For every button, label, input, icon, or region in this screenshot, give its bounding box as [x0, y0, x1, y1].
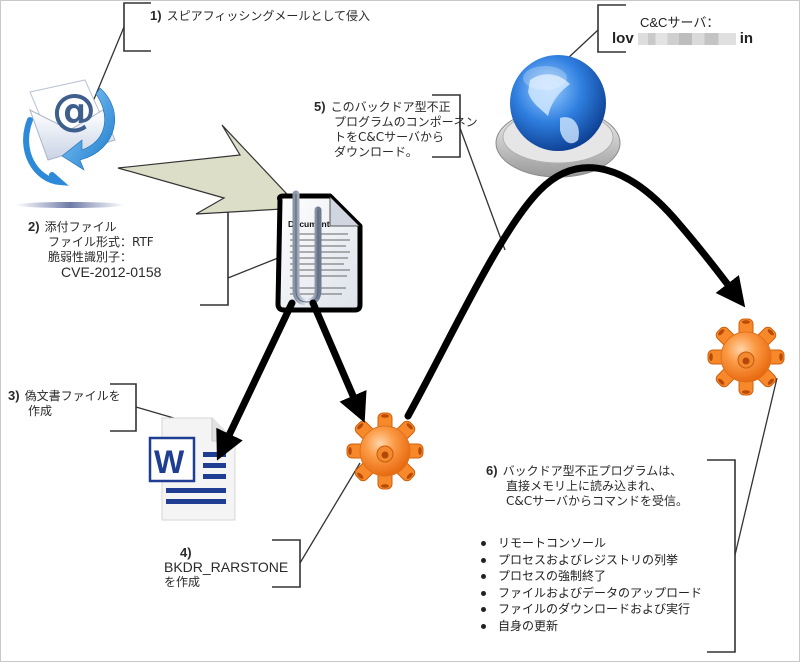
flow-arrows: [216, 164, 746, 461]
capabilities-list: リモートコンソール プロセスおよびレジストリの列挙 プロセスの強制終了 ファイル…: [478, 535, 702, 634]
pale-arrow-email-to-document: [117, 124, 302, 215]
list-item: 自身の更新: [478, 618, 702, 635]
list-item: ファイルおよびデータのアップロード: [478, 585, 702, 602]
bracket-step1: [123, 2, 151, 52]
list-item: リモートコンソール: [478, 535, 702, 552]
globe-server-icon: [495, 55, 621, 178]
malware-virus-icon: [707, 318, 785, 396]
arrow-document-to-word: [216, 299, 296, 461]
arrow-document-to-malware: [309, 299, 367, 423]
attached-document-icon: Document: [275, 190, 363, 313]
list-item: ファイルのダウンロードおよび実行: [478, 601, 702, 618]
bracket-step6: [707, 459, 736, 653]
bracket-cc: [597, 4, 626, 53]
word-document-icon: W: [148, 417, 236, 521]
step3-label: 3)偽文書ファイルを 作成: [8, 388, 121, 418]
bracket-step5: [432, 94, 461, 158]
list-item: プロセスおよびレジストリの列挙: [478, 552, 702, 569]
step5-label: 5)このバックドア型不正 プログラムのコンポーネン トをC&Cサーバから ダウン…: [314, 99, 478, 159]
cc-server-title: C&Cサーバ：: [640, 15, 720, 30]
arrow-malware-to-cc-to-malware: [404, 164, 746, 420]
document-icon-label: Document: [288, 219, 330, 229]
redacted-hostname: [637, 33, 736, 46]
step1-label: 1)スピアフィッシングメールとして侵入: [150, 8, 370, 23]
svg-text:@: @: [52, 85, 96, 136]
malware-virus-icon: [346, 412, 424, 490]
step2-label: 2)添付ファイル ファイル形式：RTF 脆弱性識別子： CVE-2012-015…: [28, 219, 162, 280]
list-item: プロセスの強制終了: [478, 568, 702, 585]
word-icon-letter: W: [154, 444, 185, 480]
bracket-step2: [200, 211, 229, 306]
step4-label: 4) BKDR_RARSTONE を作成: [164, 545, 289, 589]
bracket-step4: [272, 539, 301, 588]
step6-label: 6)バックドア型不正プログラムは、 直接メモリ上に読み込まれ、 C&Cサーバから…: [486, 463, 688, 508]
email-at-icon: @: [15, 79, 125, 208]
